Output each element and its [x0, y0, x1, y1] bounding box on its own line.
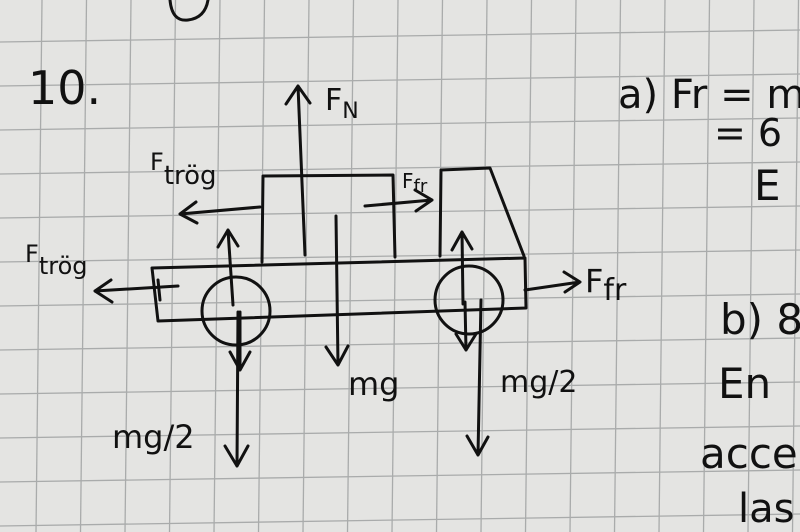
weight-left-label: mg/2 — [112, 418, 195, 456]
grid-line-vertical — [702, 0, 711, 532]
grid-line-vertical — [35, 0, 43, 532]
grid-line-horizontal — [0, 249, 800, 263]
truck-drawing — [150, 166, 528, 347]
normal-force-arrow — [284, 84, 312, 257]
grid-line-horizontal — [0, 205, 800, 219]
weight-arrow — [324, 214, 350, 367]
problem-number: 10. — [28, 61, 101, 115]
weight-label: mg — [348, 365, 399, 403]
grid-line-vertical — [613, 0, 622, 532]
force-arrows — [93, 84, 582, 468]
right-weight-arrow — [465, 298, 490, 457]
grid-line-horizontal — [0, 293, 800, 307]
traction-lower-arrow — [93, 278, 180, 304]
note-b-line3: acce — [700, 429, 798, 478]
grid-line-vertical — [79, 0, 88, 532]
grid-line-vertical — [346, 0, 355, 532]
grid-line-vertical — [791, 0, 800, 532]
note-a-line1: a) Fr = m·c — [618, 72, 800, 118]
normal-force-label: FN — [325, 83, 359, 124]
weight-right-label: mg/2 — [500, 365, 577, 400]
grid-line-vertical — [302, 0, 310, 532]
note-b-line4: las — [738, 486, 794, 532]
traction-upper-arrow — [178, 200, 262, 225]
right-normal-arrow — [450, 230, 474, 306]
grid-line-vertical — [391, 0, 399, 532]
note-b-line1: b) 8 — [720, 295, 800, 344]
grid-line-horizontal — [0, 73, 800, 87]
grid-line-vertical — [658, 0, 666, 532]
note-a-line3: E — [754, 161, 781, 210]
grid-line-vertical — [524, 0, 533, 532]
note-a-line2: = 6 — [714, 111, 782, 155]
left-weight-short-arrow — [228, 310, 252, 372]
left-wheel — [200, 275, 272, 347]
grid-line-horizontal — [0, 117, 800, 131]
friction-lower-label: Ffr — [585, 262, 627, 308]
grid-line-vertical — [569, 0, 577, 532]
grid-line-horizontal — [0, 29, 800, 43]
traction-upper-label: Ftrög — [150, 148, 217, 191]
grid-line-vertical — [435, 0, 444, 532]
right-wheel — [433, 264, 505, 336]
grid-line-horizontal — [0, 425, 800, 439]
grid-line-horizontal — [0, 161, 800, 175]
left-normal-arrow — [216, 228, 240, 307]
grid-line-horizontal — [0, 469, 800, 483]
cabin — [438, 166, 526, 258]
cargo-box — [260, 173, 397, 264]
grid-line-vertical — [480, 0, 488, 532]
left-weight-arrow — [223, 310, 250, 468]
grid-line-vertical — [747, 0, 755, 532]
grid-line-horizontal — [0, 513, 800, 527]
partial-circle — [168, 0, 210, 22]
friction-lower-arrow — [523, 270, 582, 294]
truck-body — [150, 256, 528, 323]
traction-lower-label: Ftrög — [25, 240, 87, 280]
friction-upper-arrow — [363, 188, 434, 213]
right-weight-short-arrow — [454, 300, 478, 352]
grid-line-horizontal — [0, 381, 800, 395]
note-b-line2: En — [718, 359, 771, 408]
grid-line-vertical — [124, 0, 132, 532]
grid-line-horizontal — [0, 337, 800, 351]
friction-upper-label: Ffr — [402, 169, 428, 197]
